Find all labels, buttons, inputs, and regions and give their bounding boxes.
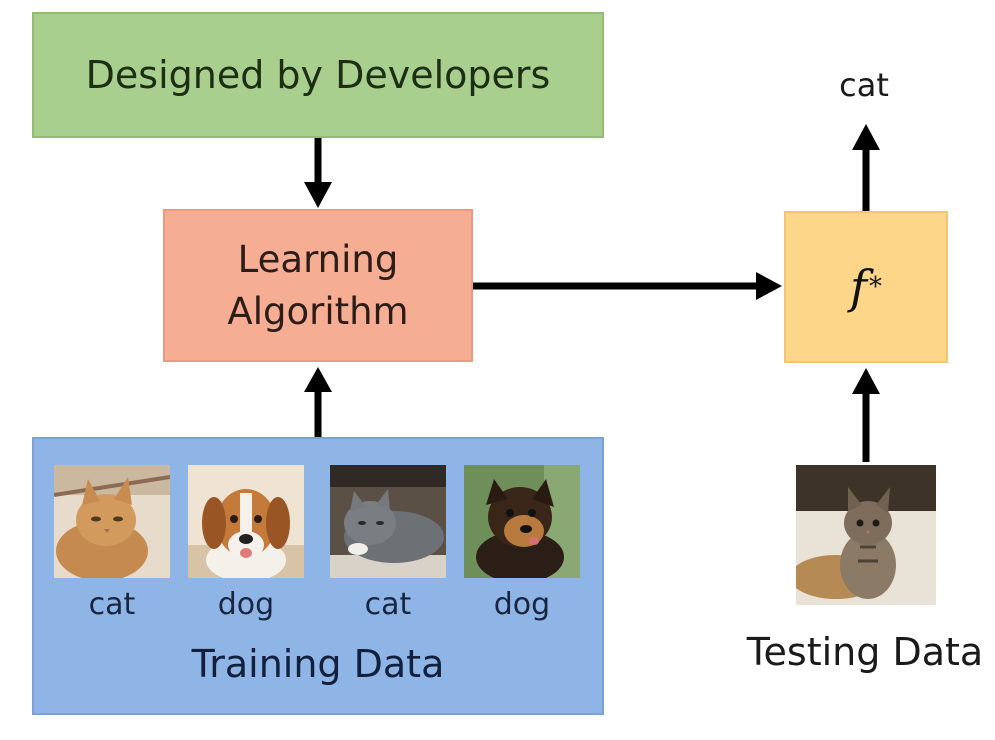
arrow-learning-to-model <box>473 272 782 300</box>
output-label: cat <box>839 66 889 104</box>
learning-algorithm-box: Learning Algorithm <box>163 209 473 362</box>
training-label-2: dog <box>217 587 275 622</box>
training-label-3: cat <box>364 587 412 622</box>
training-label-1: cat <box>88 587 136 622</box>
training-image-cat-1 <box>54 465 170 578</box>
learning-label-line1: Learning <box>237 237 399 281</box>
arrow-training-to-learning <box>304 367 332 437</box>
training-label-4: dog <box>493 587 551 622</box>
training-image-dog-1 <box>188 465 304 578</box>
arrow-designed-to-learning <box>304 138 332 208</box>
arrow-testing-to-model <box>852 368 880 462</box>
training-image-cat-2 <box>330 465 446 578</box>
testing-image-cat <box>796 465 936 605</box>
designed-label: Designed by Developers <box>85 53 551 97</box>
testing-data-title: Testing Data <box>746 630 984 674</box>
designed-by-developers-box: Designed by Developers <box>32 12 604 138</box>
training-data-title: Training Data <box>191 642 445 686</box>
learning-label-line2: Algorithm <box>227 289 409 333</box>
training-image-dog-2 <box>464 465 580 578</box>
model-superscript: * <box>869 272 883 302</box>
model-symbol: f <box>849 260 868 314</box>
model-f-star-box: f* <box>784 211 948 363</box>
arrow-model-to-output <box>852 124 880 211</box>
training-data-panel: cat dog <box>32 437 604 715</box>
